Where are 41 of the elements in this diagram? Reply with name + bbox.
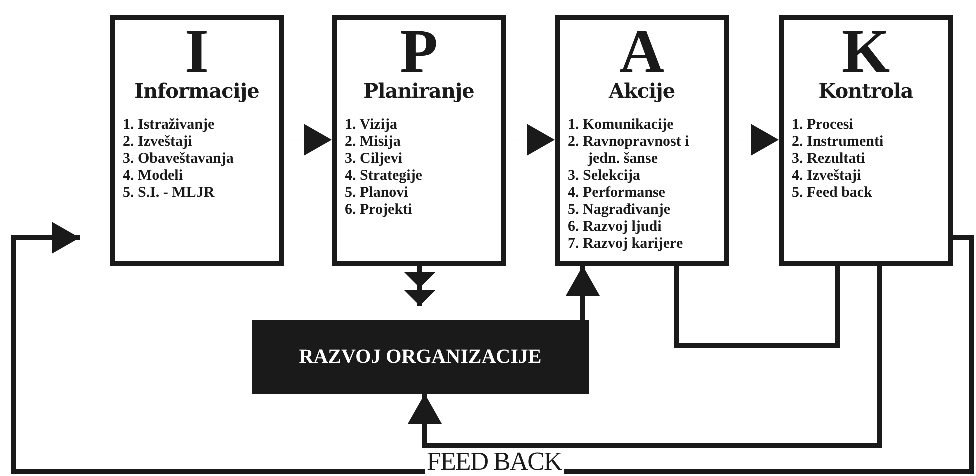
list-item: 2. Instrumenti xyxy=(792,134,885,151)
list-item: 3. Ciljevi xyxy=(345,151,404,168)
stage-letter: A xyxy=(620,25,664,79)
list-item: 3. Obaveštavanja xyxy=(123,151,235,168)
list-item: 1. Komunikacije xyxy=(568,117,675,134)
stage-letter: P xyxy=(400,25,438,79)
list-item: 3. Selekcija xyxy=(568,168,642,185)
list-item: 6. Razvoj ljudi xyxy=(568,219,663,236)
stage-heading: Planiranje xyxy=(364,79,474,103)
arrow xyxy=(12,222,974,474)
list-item: 3. Rezultati xyxy=(792,151,866,168)
stage-letter: I xyxy=(184,25,210,79)
list-item: 2. Misija xyxy=(345,134,402,151)
list-item: 5. Feed back xyxy=(792,185,874,202)
list-item: 6. Projekti xyxy=(345,202,414,219)
list-item: 5. Nagrađivanje xyxy=(568,202,672,219)
stage-heading: Akcije xyxy=(608,79,676,103)
list-item: 5. Planovi xyxy=(345,185,410,202)
list-item: 4. Izveštaji xyxy=(792,168,862,185)
stage-box xyxy=(110,15,284,266)
list-item: 2. Ravnopravnost i jedn. šanse xyxy=(568,134,690,168)
stage-letter: K xyxy=(842,25,890,79)
list-item: 4. Performanse xyxy=(568,185,666,202)
stage-box xyxy=(332,15,506,266)
arrow xyxy=(408,266,882,448)
list-item: 1. Vizija xyxy=(345,117,398,134)
arrow xyxy=(566,266,600,320)
list-item: 1. Istraživanje xyxy=(123,117,216,134)
stage-heading: Kontrola xyxy=(818,79,914,103)
arrow xyxy=(404,266,436,306)
list-item: 2. Izveštaji xyxy=(123,134,194,151)
stage-box xyxy=(779,15,953,266)
process-box xyxy=(252,320,589,394)
stage-box xyxy=(555,15,729,266)
list-item: 1. Procesi xyxy=(792,117,854,134)
list-item: 7. Razvoj karijere xyxy=(568,236,684,253)
list-item: 4. Modeli xyxy=(123,168,184,185)
list-item: 4. Strategije xyxy=(345,168,424,185)
list-item: 5. S.I. - MLJR xyxy=(123,185,216,202)
box-title: RAZVOJ ORGANIZACIJE xyxy=(299,345,542,370)
stage-heading: Informacije xyxy=(134,79,260,103)
